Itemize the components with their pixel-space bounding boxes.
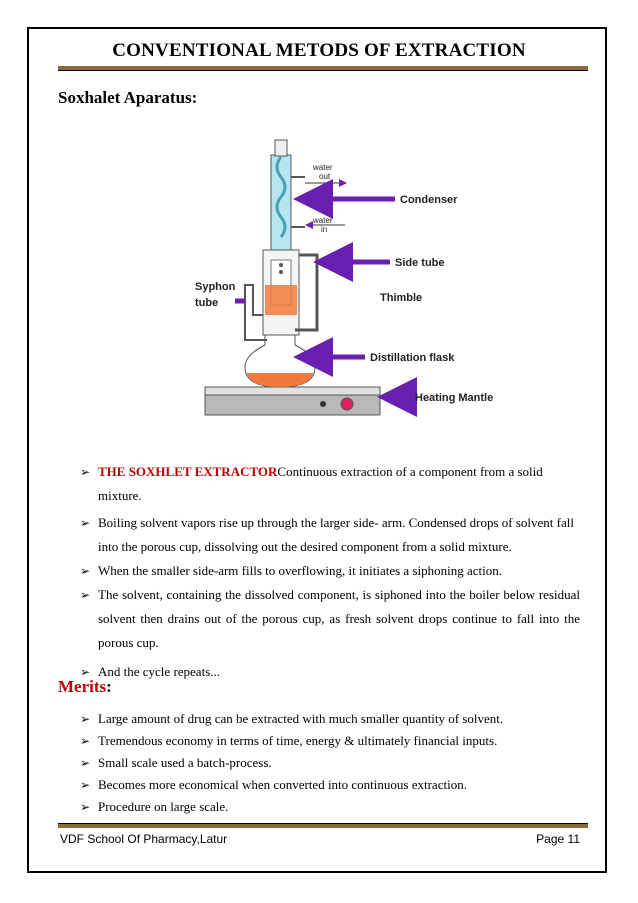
merit-text: Becomes more economical when converted i…	[98, 777, 467, 792]
merit-item: ➢ Tremendous economy in terms of time, en…	[80, 730, 580, 752]
bullet-arrow-icon: ➢	[80, 588, 91, 602]
water-out-label: water	[312, 163, 333, 172]
list-item: ➢ Boiling solvent vapors rise up through …	[80, 511, 580, 559]
bullet-arrow-icon: ➢	[80, 564, 91, 578]
heating-mantle	[204, 386, 381, 416]
syphon-label: Syphon	[195, 281, 236, 293]
page-number: Page 11	[536, 832, 580, 846]
merit-item: ➢ Becomes more economical when converted …	[80, 774, 580, 796]
list-item: ➢ When the smaller side-arm fills to over…	[80, 559, 580, 583]
title-divider	[58, 66, 588, 71]
list-item-text: Boiling solvent vapors rise up through t…	[98, 515, 574, 554]
list-item: ➢ The solvent, containing the dissolved c…	[80, 583, 580, 655]
condenser-label: Condenser	[400, 194, 458, 206]
svg-text:in: in	[321, 225, 327, 234]
svg-text:out: out	[319, 172, 331, 181]
tube-label: tube	[195, 297, 218, 309]
distillation-flask-label: Distillation flask	[370, 352, 455, 364]
merit-text: Small scale used a batch-process.	[98, 755, 272, 770]
merits-colon: :	[106, 677, 112, 696]
footer-school-name: VDF School Of Pharmacy,Latur	[60, 832, 228, 846]
extractor-body	[244, 249, 319, 341]
bullet-arrow-icon: ➢	[80, 665, 91, 679]
merits-list: ➢ Large amount of drug can be extracted w…	[80, 708, 580, 818]
section-heading: Soxhalet Aparatus:	[58, 88, 198, 107]
page-title: CONVENTIONAL METODS OF EXTRACTION	[112, 40, 526, 61]
extractor-lead: THE SOXHLET EXTRACTOR	[98, 464, 278, 479]
bullet-arrow-icon: ➢	[80, 465, 91, 479]
merit-text: Large amount of drug can be extracted wi…	[98, 711, 504, 726]
merit-item: ➢ Small scale used a batch-process.	[80, 752, 580, 774]
side-tube-label: Side tube	[395, 257, 445, 269]
list-item-text: And the cycle repeats...	[98, 664, 221, 679]
list-item: ➢ And the cycle repeats...	[80, 660, 580, 684]
condenser-shape	[270, 139, 305, 251]
page-border	[27, 27, 607, 873]
merits-heading-text: Merits	[58, 677, 107, 696]
soxhlet-apparatus-diagram: water out water in Condenser Side tube S…	[195, 139, 493, 417]
merits-heading: Merits:	[58, 677, 112, 697]
bullet-arrow-icon: ➢	[80, 800, 91, 814]
distillation-flask-shape	[244, 334, 316, 388]
merit-text: Procedure on large scale.	[98, 799, 229, 814]
list-item-text: When the smaller side-arm fills to overf…	[98, 563, 502, 578]
list-item-text: The solvent, containing the dissolved co…	[98, 587, 580, 650]
merit-text: Tremendous economy in terms of time, ene…	[98, 733, 498, 748]
water-in-label: water	[312, 216, 333, 225]
description-list: ➢ THE SOXHLET EXTRACTORContinuous extract…	[80, 460, 580, 684]
bullet-arrow-icon: ➢	[80, 734, 91, 748]
bullet-arrow-icon: ➢	[80, 712, 91, 726]
heating-mantle-label: Heating Mantle	[415, 392, 493, 404]
merit-item: ➢ Large amount of drug can be extracted w…	[80, 708, 580, 730]
merit-item: ➢ Procedure on large scale.	[80, 796, 580, 818]
bullet-arrow-icon: ➢	[80, 516, 91, 530]
bullet-arrow-icon: ➢	[80, 756, 91, 770]
list-item: ➢ THE SOXHLET EXTRACTORContinuous extract…	[80, 460, 580, 508]
footer-divider	[58, 823, 588, 828]
list-item-text: Continuous extraction of a component fro…	[98, 464, 543, 503]
bullet-arrow-icon: ➢	[80, 778, 91, 792]
thimble-label: Thimble	[380, 292, 422, 304]
